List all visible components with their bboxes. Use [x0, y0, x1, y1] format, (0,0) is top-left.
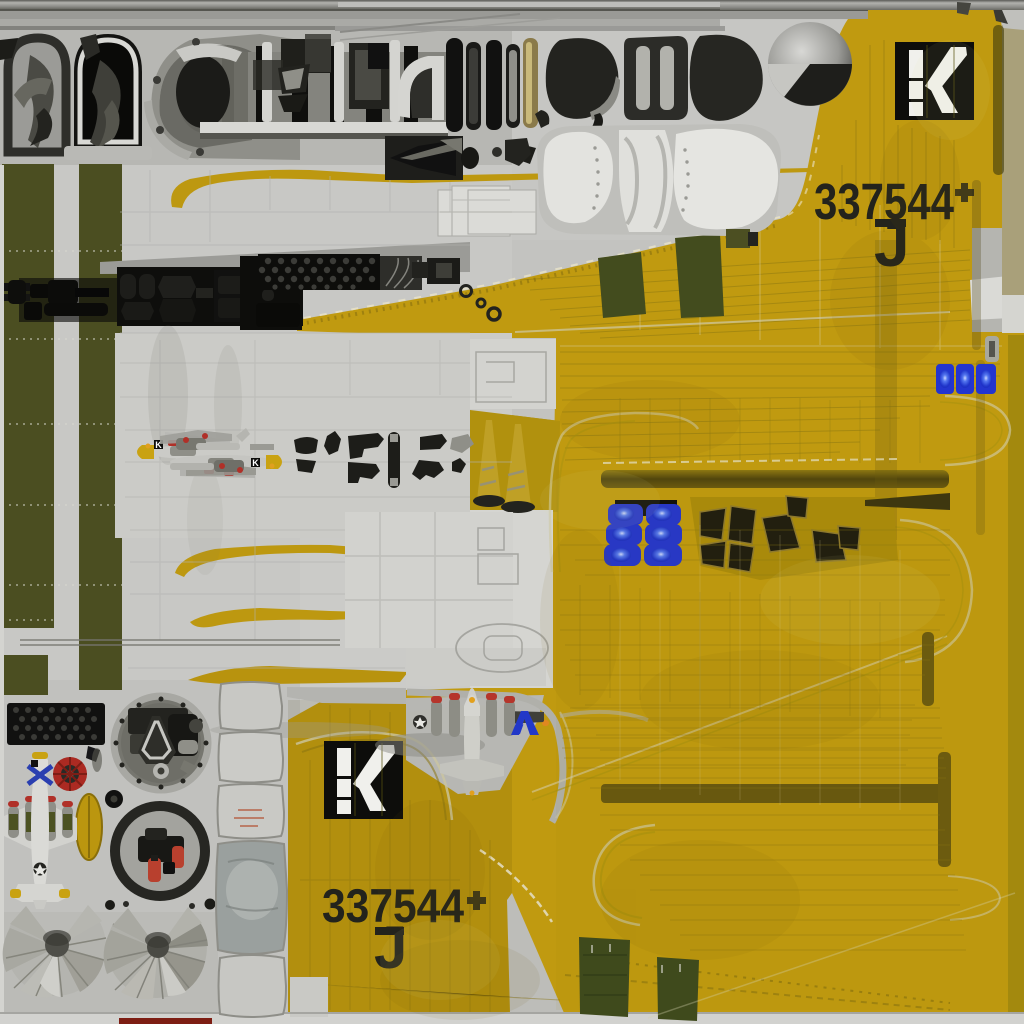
svg-text:K: K — [155, 440, 162, 450]
svg-text:K: K — [252, 458, 259, 468]
svg-text:337544: 337544 — [322, 879, 464, 932]
svg-text:J: J — [374, 914, 407, 981]
